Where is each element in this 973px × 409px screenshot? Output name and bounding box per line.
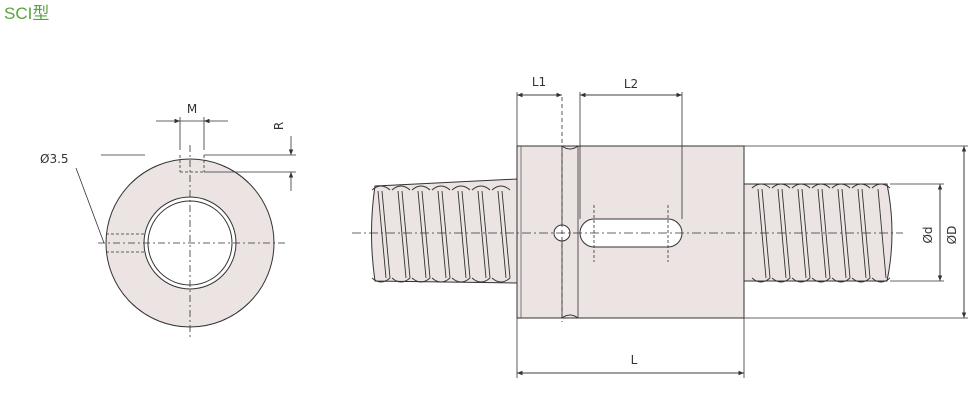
m-label: M bbox=[187, 102, 197, 116]
end-view: M R Ø3.5 bbox=[40, 102, 296, 338]
key-slot-hidden bbox=[179, 155, 205, 173]
hole-leader-line bbox=[75, 167, 105, 244]
l2-label: L2 bbox=[624, 77, 638, 91]
d-small-label: Ød bbox=[921, 226, 935, 243]
screw-shaft-left bbox=[371, 178, 518, 284]
nut-body bbox=[516, 145, 745, 319]
side-view: L1 L2 L Ød ØD bbox=[352, 75, 968, 378]
l1-label: L1 bbox=[532, 75, 546, 89]
oil-hole-hidden bbox=[106, 233, 146, 253]
hole-diameter-label: Ø3.5 bbox=[40, 152, 69, 166]
r-label: R bbox=[272, 122, 286, 130]
page-title: SCI型 bbox=[4, 4, 50, 23]
d-large-label: ØD bbox=[945, 226, 959, 245]
l-label: L bbox=[631, 353, 638, 367]
screw-shaft-right bbox=[743, 183, 893, 283]
